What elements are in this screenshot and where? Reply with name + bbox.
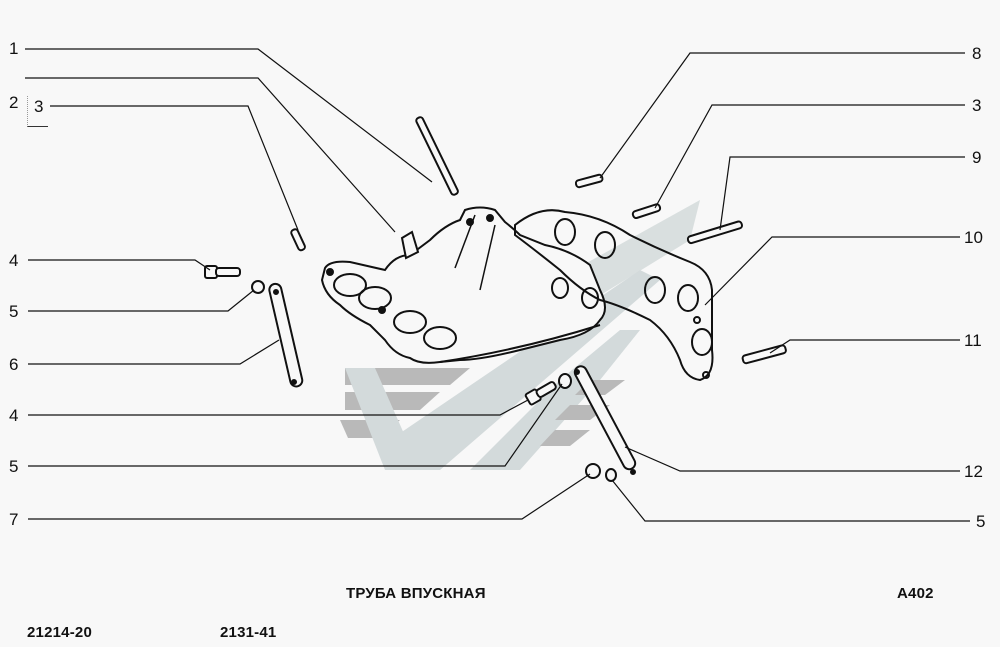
stud-9 xyxy=(686,220,743,245)
callout-4: 4 xyxy=(9,251,19,270)
washer-5-bottom xyxy=(605,468,617,482)
callout-4-lower: 4 xyxy=(9,406,19,425)
callout-11: 11 xyxy=(964,331,982,350)
bracket-6 xyxy=(268,282,304,388)
diagram-code: A402 xyxy=(897,585,934,602)
intake-manifold xyxy=(320,206,606,364)
stud-11 xyxy=(741,344,787,365)
callout-5-right: 5 xyxy=(976,512,986,531)
stud-short-3-right xyxy=(631,203,662,220)
callout-5: 5 xyxy=(9,302,19,321)
callout-5-lower: 5 xyxy=(9,457,19,476)
stud-long-1 xyxy=(415,116,459,196)
callout-8: 8 xyxy=(972,44,982,63)
callout-3: 3 xyxy=(34,97,44,116)
bolt-4-bottom xyxy=(524,381,557,406)
bracket-12 xyxy=(573,365,637,475)
manifold-gasket xyxy=(514,209,714,382)
callout-10: 10 xyxy=(964,228,983,247)
leader-lines xyxy=(25,48,970,522)
model-code-2: 2131-41 xyxy=(220,624,277,641)
model-code-1: 21214-20 xyxy=(27,624,92,641)
callout-6: 6 xyxy=(9,355,19,374)
callout-7: 7 xyxy=(9,510,19,529)
washer-5-top xyxy=(251,280,265,294)
bolt-4-top xyxy=(204,265,241,279)
callout-2: 2 xyxy=(9,93,19,112)
callout-1: 1 xyxy=(9,39,19,58)
diagram-title: ТРУБА ВПУСКНАЯ xyxy=(346,585,486,602)
callout-3-box xyxy=(27,96,48,127)
stud-8 xyxy=(574,173,604,189)
callout-12: 12 xyxy=(964,462,983,481)
callout-3-right: 3 xyxy=(972,96,982,115)
stud-short-3 xyxy=(290,228,306,252)
callout-9: 9 xyxy=(972,148,982,167)
